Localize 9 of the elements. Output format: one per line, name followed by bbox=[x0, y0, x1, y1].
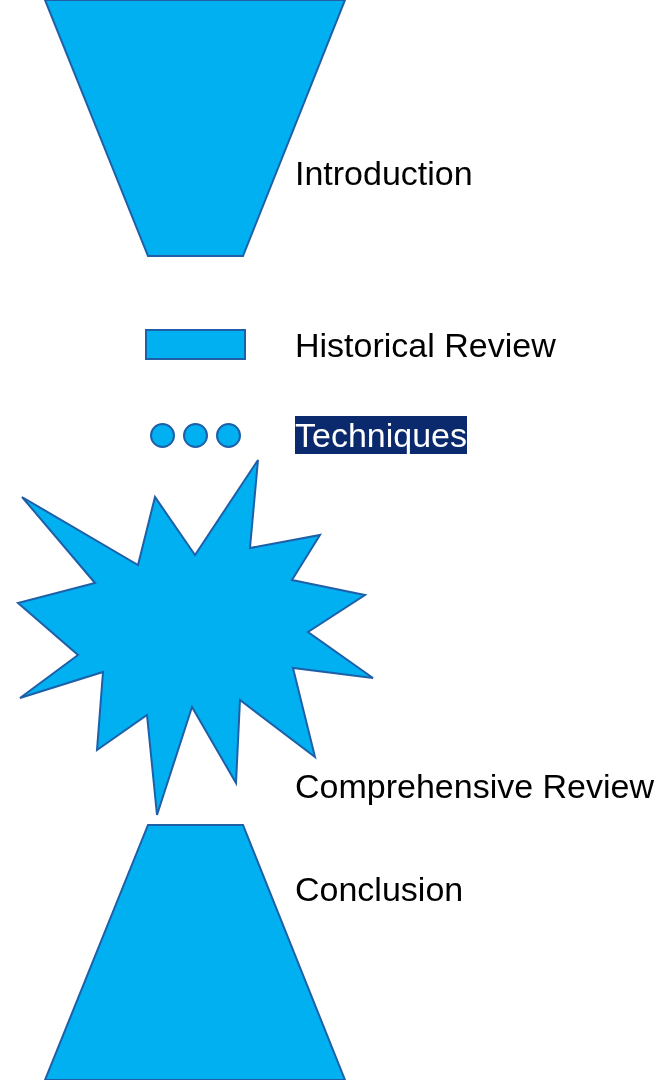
section-label: Introduction bbox=[295, 154, 473, 192]
rectangle-shape bbox=[146, 330, 245, 359]
circle-shape bbox=[216, 423, 241, 448]
highlighted-label: Techniques bbox=[295, 416, 467, 454]
section-label: Conclusion bbox=[295, 870, 464, 908]
circle-shape bbox=[150, 423, 175, 448]
circle-shape bbox=[183, 423, 208, 448]
section-label: Historical Review bbox=[295, 326, 556, 364]
section-label: Comprehensive Review bbox=[295, 767, 655, 805]
